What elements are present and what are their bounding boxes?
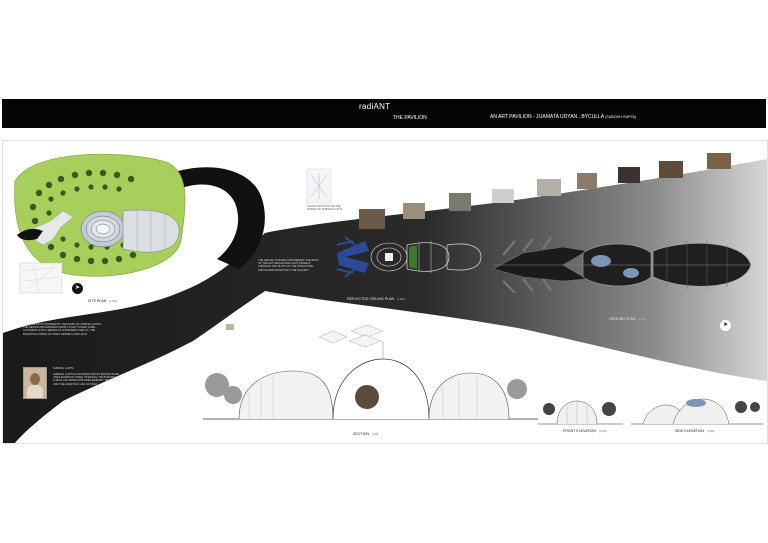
small-photo [226, 324, 234, 330]
thumb-7 [618, 167, 640, 183]
artist-bio: SUBODH GUPTA IS AN INDIAN ARTIST WHOSE W… [53, 373, 123, 386]
ground-plan [492, 236, 752, 294]
ground-plan-label: GROUND PLAN(1:200) [609, 317, 646, 321]
thumb-3 [449, 193, 471, 211]
site-plan-drawing [14, 153, 186, 277]
thumb-2 [403, 203, 425, 219]
project-author: (SUBODH GUPTA) [605, 115, 637, 119]
concept-note: THE PAVILION IS INSPIRED BY THE WORK OF … [23, 323, 102, 336]
board-graphics [3, 153, 767, 443]
front-elevation-drawing [538, 400, 623, 425]
project-name: AN ART PAVILION - JIJAMATA UDYAN , BYCUL… [490, 114, 604, 120]
title-banner: radiANT THE PAVILION AN ART PAVILION - J… [2, 99, 766, 128]
thumb-4 [492, 189, 514, 203]
rcp-label: REFLECTED CEILING PLAN(1:200) [347, 297, 405, 301]
thumb-5 [537, 179, 561, 196]
north-arrow-icon: ➤ [72, 283, 83, 294]
key-map [19, 262, 63, 294]
presentation-board: SITE PLAN(1:500) REFLECTED CEILING PLAN(… [2, 140, 768, 444]
project-title: AN ART PAVILION - JIJAMATA UDYAN , BYCUL… [490, 114, 636, 120]
north-arrow-icon: ➤ [720, 320, 731, 331]
ceiling-note: THE CEILING IS MADE CONSIDERING THE WAYS… [258, 259, 319, 272]
site-plan-label: SITE PLAN(1:500) [88, 299, 117, 303]
thumb-6 [577, 173, 597, 189]
board-title: radiANT [359, 102, 391, 111]
section-drawing [203, 341, 538, 420]
section-label: SECTION(1:50) [353, 432, 379, 436]
thumb-9 [707, 153, 731, 169]
artist-heading: SUBODH GUPTA [53, 367, 74, 370]
board-subtitle: THE PAVILION [393, 115, 427, 121]
portrait-face [30, 373, 40, 385]
photo-caption: AN ART PAVILION FOR THE WORKS OF SUBODH … [307, 205, 343, 212]
thumb-8 [659, 161, 683, 178]
thumb-1 [359, 209, 385, 229]
portrait-body [27, 385, 43, 398]
dark-loop [153, 167, 265, 269]
side-elevation-label: SIDE ELEVATION(1:100) [675, 429, 715, 433]
front-elevation-label: FRONT ELEVATION(1:100) [563, 429, 607, 433]
axonometric-sketches [318, 324, 384, 348]
artist-portrait [23, 367, 47, 399]
side-elevation-drawing [631, 398, 763, 425]
reflected-ceiling-plan [336, 236, 482, 278]
dark-sweep-band [3, 159, 767, 443]
